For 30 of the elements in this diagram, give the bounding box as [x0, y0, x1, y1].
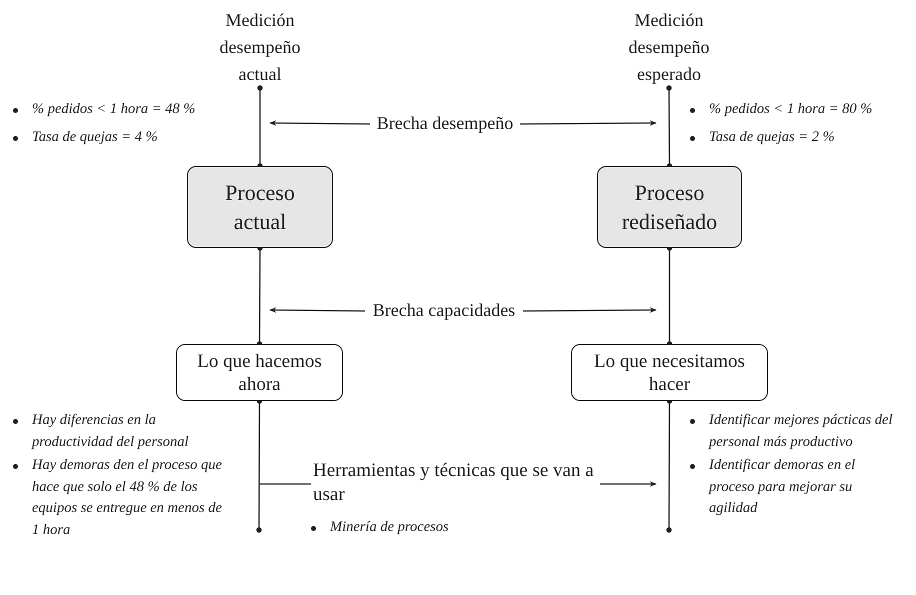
heading-text: Medición desempeño actual: [218, 8, 302, 86]
bullet-text: % pedidos < 1 hora = 48 %: [10, 99, 235, 120]
connector-line: [256, 245, 263, 347]
connector-line: [257, 85, 263, 169]
connector-line: [259, 483, 311, 485]
process-box: Lo que hacemos ahora: [176, 344, 343, 401]
bullet-text: Identificar demoras en el proceso para mejorar su agilidad: [687, 455, 887, 520]
arrow: [269, 120, 370, 126]
process-box: Proceso rediseñado: [597, 166, 742, 248]
arrow: [520, 120, 657, 126]
connector-line: [666, 398, 672, 533]
arrow: [523, 307, 657, 313]
arrow: [600, 481, 657, 487]
bullet-text: Identificar mejores pácticas del personal más productivo: [687, 410, 913, 453]
connector-line: [256, 398, 262, 533]
arrow: [269, 307, 365, 313]
bullet-text: Tasa de quejas = 4 %: [10, 127, 235, 148]
bullet-text: Hay diferencias en la productividad del personal: [10, 410, 215, 453]
bullet-text: Tasa de quejas = 2 %: [687, 127, 912, 148]
bullet-text: Hay demoras den el proceso que hace que solo el 48 % de los equipos se entregue en menos de 1 hora: [10, 455, 225, 541]
process-box: Proceso actual: [187, 166, 333, 248]
gap-label: Brecha desempeño: [376, 112, 514, 134]
tools-label: Herramientas y técnicas que se van a usar: [313, 459, 595, 507]
bullet-text: % pedidos < 1 hora = 80 %: [687, 99, 912, 120]
connector-line: [666, 245, 672, 347]
heading-text: Medición desempeño esperado: [628, 8, 710, 86]
gap-label: Brecha capacidades: [372, 299, 516, 321]
connector-line: [666, 85, 672, 169]
bullet-text: Minería de procesos: [308, 517, 488, 538]
process-box: Lo que necesitamos hacer: [571, 344, 768, 401]
